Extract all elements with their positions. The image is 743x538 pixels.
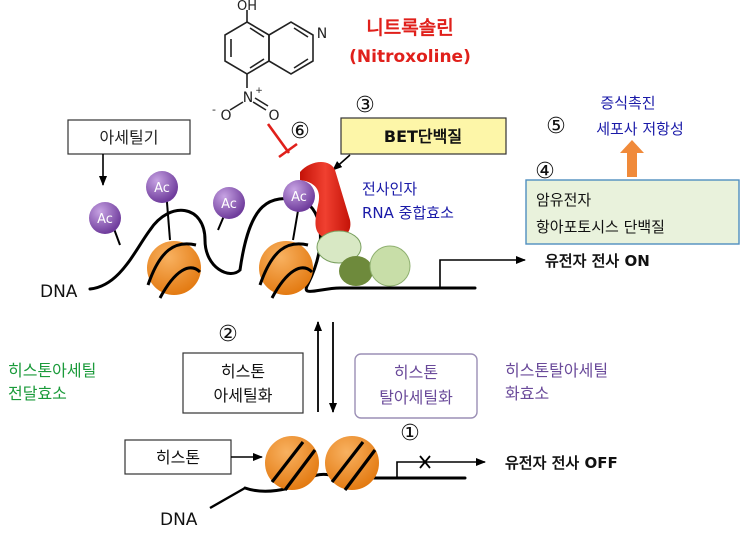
ac-ball-2-label: Ac — [154, 181, 170, 196]
top-histone-1 — [147, 241, 201, 295]
hat-label-line2: 전달효소 — [8, 384, 67, 403]
nitro-o-right-label: O — [268, 108, 279, 124]
histone-label: 히스톤 — [156, 448, 200, 467]
apoptosis-resistance-label: 세포사 저항성 — [596, 120, 684, 138]
ac-ball-4: Ac — [283, 180, 315, 212]
step-number-2: ② — [218, 322, 238, 347]
nitro-plus-label: + — [255, 86, 263, 96]
gene-off-label: 유전자 전사 OFF — [505, 454, 618, 472]
anti-apoptosis-label: 항아포토시스 단백질 — [536, 218, 665, 236]
off-cross-icon — [419, 455, 431, 469]
bet-arrow — [332, 154, 351, 171]
ac-ball-1-label: Ac — [97, 212, 113, 227]
rna-pol-shape-2 — [369, 245, 411, 287]
hat-label-line1: 히스톤아세틸 — [8, 361, 96, 380]
ac-ball-2: Ac — [146, 171, 178, 203]
acetylation-line1: 히스톤 — [221, 362, 265, 381]
transcription-factor-shape — [316, 230, 362, 264]
ac-ball-1: Ac — [89, 202, 121, 234]
step-number-6: ⑥ — [290, 119, 310, 144]
hdac-label-line1: 히스톤탈아세틸 — [505, 361, 608, 380]
nitro-o-left-label: O — [220, 108, 231, 124]
dna-bottom-label: DNA — [160, 510, 198, 530]
dna-top-label: DNA — [40, 282, 78, 302]
nitroxoline-structure — [224, 10, 314, 111]
title-korean: 니트록솔린 — [366, 17, 453, 39]
ring-nitrogen-label: N — [317, 26, 327, 42]
gene-on-arrow — [439, 256, 526, 288]
oncogene-box — [525, 179, 740, 245]
bet-protein-shape — [300, 161, 351, 240]
bottom-histone-1 — [265, 436, 319, 490]
oncogene-label: 암유전자 — [536, 191, 591, 209]
title-english: (Nitroxoline) — [349, 47, 471, 67]
acetyl-group-label: 아세틸기 — [100, 128, 159, 147]
hdac-label-line2: 화효소 — [505, 384, 549, 403]
step-number-4: ④ — [535, 159, 555, 184]
step-number-1: ① — [400, 421, 420, 446]
acetylation-box — [182, 352, 304, 414]
step-number-5: ⑤ — [546, 114, 566, 139]
bet-protein-box — [340, 117, 507, 155]
proliferation-label: 증식촉진 — [600, 94, 655, 112]
deacetylation-line2: 탈아세틸화 — [379, 388, 453, 407]
bottom-histone-2 — [325, 436, 379, 490]
dna-bottom-pointer — [209, 486, 246, 510]
gene-off-arrow — [396, 458, 486, 478]
ac-ball-3-label: Ac — [221, 197, 237, 212]
acetylation-line2: 아세틸화 — [214, 386, 273, 405]
histone-box — [124, 439, 232, 475]
inhibition-symbol — [266, 123, 298, 159]
rna-polymerase-label: RNA 중합효소 — [362, 204, 454, 222]
acetyl-group-box — [67, 119, 191, 155]
rna-pol-shape-1 — [339, 256, 373, 286]
gene-on-label: 유전자 전사 ON — [545, 252, 650, 270]
deacetylation-box — [354, 353, 478, 419]
step-number-3: ③ — [355, 93, 375, 118]
ac-ball-4-label: Ac — [291, 190, 307, 205]
nitro-n-label: N — [243, 90, 253, 106]
transcription-factor-label: 전사인자 — [362, 180, 417, 198]
hydroxyl-label: OH — [237, 0, 257, 14]
deacetylation-line1: 히스톤 — [394, 363, 438, 382]
nitro-minus-label: - — [212, 103, 216, 116]
top-histone-2 — [259, 241, 313, 295]
ac-ball-3: Ac — [213, 187, 245, 219]
orange-up-arrow — [620, 140, 644, 177]
bet-protein-label: BET단백질 — [384, 127, 462, 146]
